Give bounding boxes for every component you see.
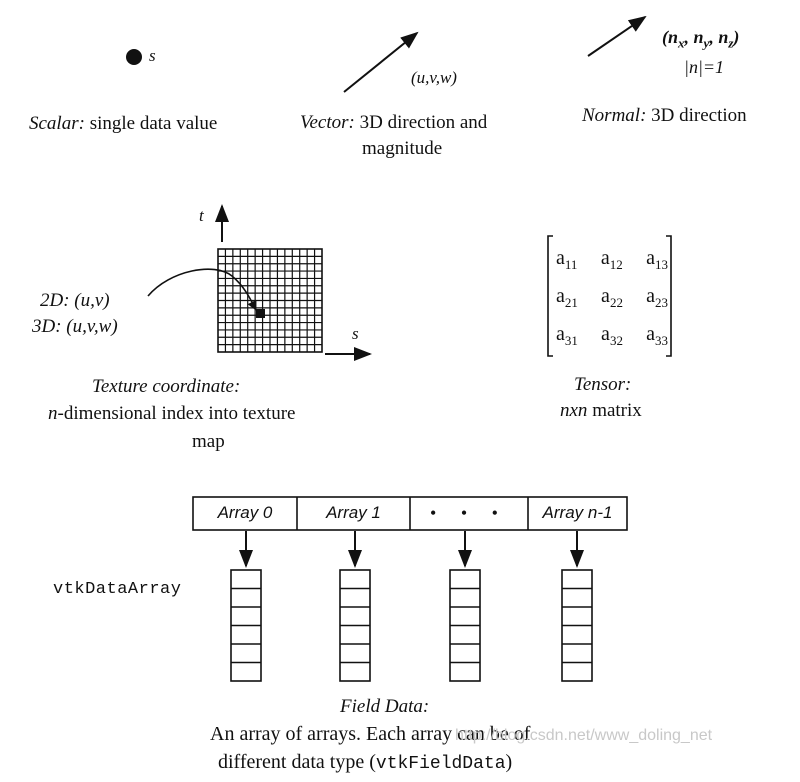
field-array-ellipsis: • • • xyxy=(430,503,508,523)
tensor-cell: a21 xyxy=(556,285,578,310)
vector-desc-line1: 3D direction and xyxy=(359,112,488,133)
texture-grid xyxy=(217,248,323,353)
field-array-label: Array 0 xyxy=(217,503,273,522)
scalar-caption: Scalar: single data value xyxy=(29,112,217,136)
tensor-cell: a23 xyxy=(646,285,668,310)
scalar-dot xyxy=(126,49,142,65)
texture-desc-line1: n-dimensional index into texture xyxy=(48,403,296,424)
texture-desc-line2: map xyxy=(192,431,225,452)
normal-arrow xyxy=(587,15,647,57)
normal-coords: (nx, ny, nz) xyxy=(662,27,740,51)
vector-arrow xyxy=(343,31,419,93)
field-desc-line1: An array of arrays. Each array can be of xyxy=(210,723,531,745)
normal-name: Normal: xyxy=(582,105,647,126)
tensor-cell: a12 xyxy=(600,247,623,272)
normal-caption: Normal: 3D direction xyxy=(582,104,747,128)
texture-name: Texture coordinate: xyxy=(92,376,241,397)
tensor-matrix: a11 a12 a13 a21 a22 a23 a31 a32 a33 xyxy=(556,247,668,361)
tensor-left-bracket xyxy=(547,235,553,357)
tensor-cell: a22 xyxy=(601,285,623,310)
vector-coords: (u,v,w) xyxy=(411,68,457,87)
texture-axis-t: t xyxy=(199,206,204,225)
tensor-desc: nxn matrix xyxy=(560,400,642,421)
scalar-symbol: s xyxy=(149,46,156,65)
vector-caption-line1: Vector: 3D direction and xyxy=(300,111,487,135)
tensor-name: Tensor: xyxy=(574,374,632,395)
tensor-row: a31 a32 a33 xyxy=(556,323,668,361)
field-desc-line2: different data type (vtkFieldData) xyxy=(218,751,513,774)
texture-axis-s: s xyxy=(352,324,359,343)
field-columns xyxy=(230,531,593,682)
texture-sample-point xyxy=(256,309,265,318)
tensor-cell: a32 xyxy=(601,323,623,348)
vector-name: Vector: xyxy=(300,112,355,133)
normal-desc: 3D direction xyxy=(651,105,747,126)
normal-constraint: |n|=1 xyxy=(684,57,725,77)
tensor-cell: a31 xyxy=(556,323,578,348)
field-array-label: Array 1 xyxy=(326,503,381,522)
tensor-row: a11 a12 a13 xyxy=(556,247,668,285)
tensor-right-bracket xyxy=(666,235,672,357)
field-array-label: Array n-1 xyxy=(542,503,613,522)
scalar-desc: single data value xyxy=(89,113,218,134)
texture-label-2d: 2D: (u,v) xyxy=(40,290,110,311)
texture-pointer-curve xyxy=(147,268,257,311)
tensor-row: a21 a22 a23 xyxy=(556,285,668,323)
vtk-data-array-label: vtkDataArray xyxy=(53,580,182,599)
vector-desc-line2: magnitude xyxy=(362,138,443,159)
tensor-cell: a33 xyxy=(646,323,668,348)
texture-label-3d: 3D: (u,v,w) xyxy=(32,316,118,337)
scalar-name: Scalar: xyxy=(29,113,85,134)
watermark: http://blog.csdn.net/www_doling_net xyxy=(455,727,713,744)
tensor-cell: a11 xyxy=(556,247,578,272)
tensor-cell: a13 xyxy=(646,247,668,272)
field-name: Field Data: xyxy=(340,696,430,717)
